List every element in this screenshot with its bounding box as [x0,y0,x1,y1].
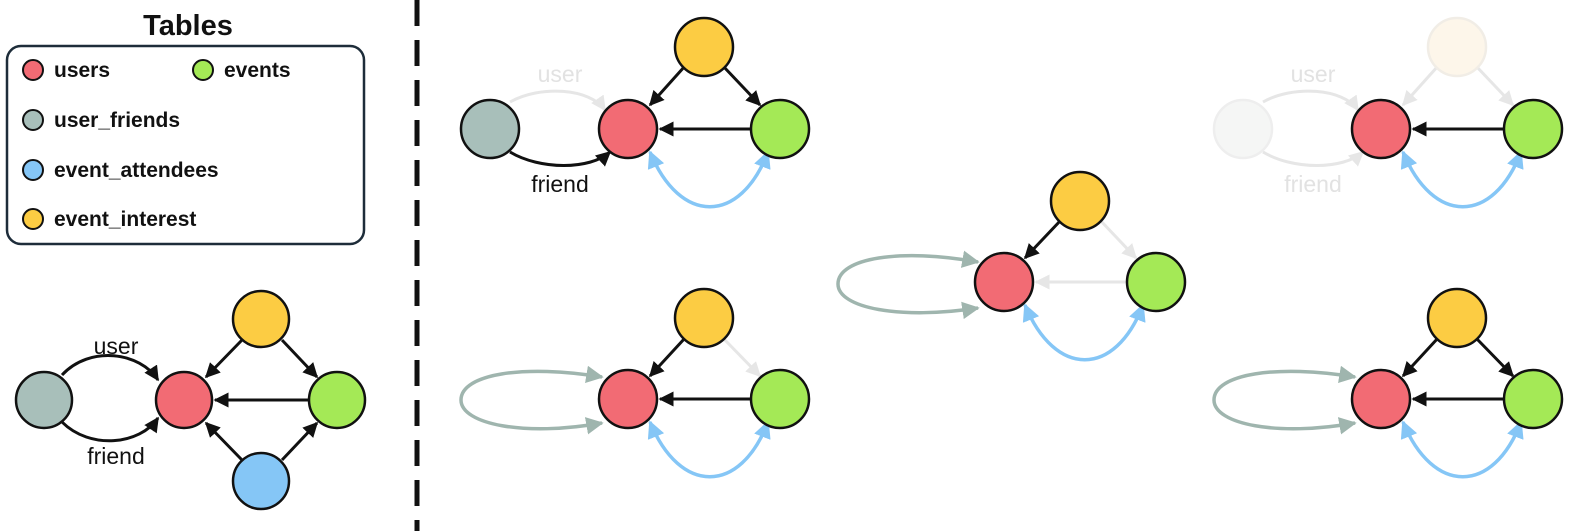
edge-friend [60,416,160,443]
edge-attendee-user [204,421,244,462]
node-events [1502,98,1564,160]
node-users [1350,368,1412,430]
node-user-friends-faded [1212,98,1274,160]
users-swatch [22,59,44,81]
edge-label-user-faded: user [1291,61,1336,87]
legend-label-users: users [54,59,110,82]
node-events [749,98,811,160]
edge-interest-event-faded [1098,218,1138,260]
edge-interest-user [1023,218,1063,260]
legend-label-event-interest: event_interest [54,208,196,231]
edge-friend [509,150,612,167]
node-users [597,98,659,160]
node-users [597,368,659,430]
legend-item-events: events [192,59,291,82]
node-event-interest [1426,287,1488,349]
edge-interest-event [721,64,762,107]
edge-label-friend: friend [87,443,145,469]
edge-label-friend-faded: friend [1284,171,1342,197]
friend-self-loop [836,250,980,320]
subgraph-b: user friend [1212,16,1564,209]
edge-attendance-loop [647,420,771,479]
edge-interest-user [1401,336,1440,378]
node-event-interest [673,16,735,78]
subgraph-d [459,287,811,479]
edge-interest-event [1474,336,1515,378]
legend-item-users: users [22,59,110,82]
edge-interest-user [648,64,687,107]
legend-label-event-attendees: event_attendees [54,159,219,182]
friend-self-loop [1212,365,1357,435]
node-events [749,368,811,430]
edge-interest-user-faded [1401,64,1440,107]
subgraph-c [836,170,1187,362]
edge-label-user-faded: user [538,61,583,87]
legend-label-user-friends: user_friends [54,109,180,132]
full-schema-graph: user friend [14,289,367,511]
legend-label-events: events [224,59,291,82]
legend-item-event-interest: event_interest [22,208,196,231]
edge-interest-user [648,336,687,378]
edge-user [60,354,160,382]
node-event-attendees [231,451,291,511]
node-user-friends [459,98,521,160]
edge-interest-event [280,338,319,379]
legend-title: Tables [143,10,233,42]
edge-user-faded [509,89,607,112]
edge-attendance-loop [1400,420,1524,479]
legend-item-user-friends: user_friends [22,109,180,132]
node-events [307,370,367,430]
subgraph-a: user friend [459,16,811,209]
edge-attendee-event [280,421,319,462]
edge-label-user: user [94,333,139,359]
node-events [1125,251,1187,313]
edge-attendance-loop [647,150,771,209]
node-event-interest-faded [1426,16,1488,78]
edge-interest-event-faded [721,336,762,378]
legend: Tables users events user_friends event_a… [5,10,366,246]
legend-box [5,44,366,246]
edge-label-friend: friend [531,171,589,197]
subgraph-e [1212,287,1564,479]
legend-item-event-attendees: event_attendees [22,159,219,182]
node-users [1350,98,1412,160]
node-event-interest [231,289,291,349]
node-event-interest [1049,170,1111,232]
node-event-interest [673,287,735,349]
edge-friend-faded [1262,150,1365,167]
edge-user-faded [1262,89,1360,112]
event-attendees-swatch [22,159,44,181]
event-interest-swatch [22,208,44,230]
edge-interest-user [204,338,244,379]
node-events [1502,368,1564,430]
node-users [154,370,214,430]
edge-attendance-loop [1400,150,1524,209]
events-swatch [192,59,214,81]
edge-interest-event-faded [1474,64,1515,107]
node-user-friends [14,370,74,430]
edge-attendance-loop [1022,303,1146,362]
user-friends-swatch [22,109,44,131]
node-users [973,251,1035,313]
friend-self-loop [459,365,604,435]
